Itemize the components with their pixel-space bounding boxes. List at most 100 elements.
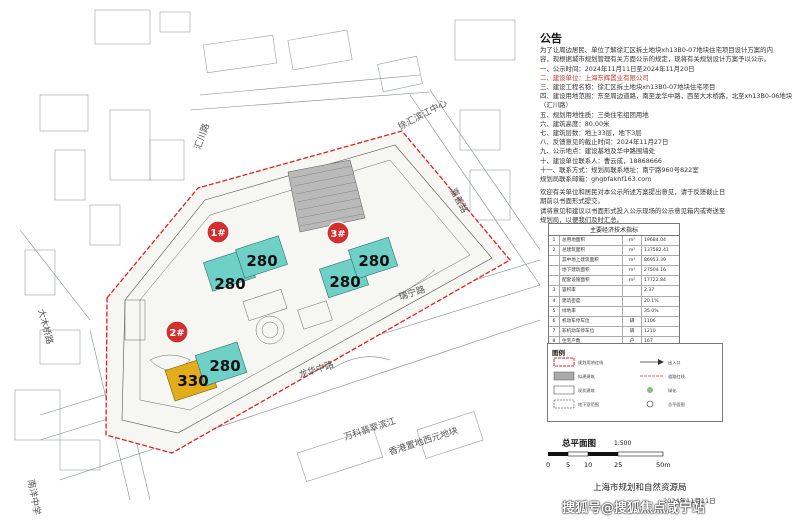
table-cell: 1106: [644, 318, 656, 324]
table-cell: 1210: [644, 328, 656, 334]
building-2: 330 280 2#: [164, 320, 248, 402]
building-3-height-a: 280: [329, 273, 360, 291]
notice-line: （汇川路）: [540, 101, 572, 110]
legend-item: 现状建筑: [578, 388, 595, 393]
scale-ratio: 1:500: [614, 440, 632, 447]
table-cell: m²: [623, 266, 642, 276]
notice-line: 为了让周边居民、单位了解徐汇区拆土地块xh13B0-07地块住宅项目设计方案的内: [540, 46, 773, 55]
legend-title: 图例: [552, 349, 565, 357]
table-cell: 27504.16: [644, 268, 666, 274]
building-2-marker: [165, 320, 189, 344]
table-cell: 机动车停车位: [560, 316, 623, 326]
building-1-marker: [206, 220, 230, 244]
table-cell: [549, 256, 560, 266]
table-cell: 35.0%: [644, 308, 659, 314]
notice-line: 三、建设工程名称：徐汇区拆土地块xh13B0-07地块住宅项目: [540, 83, 716, 92]
notice-title: 公告: [540, 32, 562, 45]
street-label-damuqiao: 大木桥路: [35, 308, 56, 346]
table-cell: 地下建筑面积: [560, 266, 623, 276]
table-cell: 19684.04: [644, 238, 666, 243]
building-2-height-a: 330: [177, 372, 208, 390]
notice-line: 四、建设用地范围：东至周边道路，南至龙华中路，西至大木桥路，北至xh13B0-0…: [540, 92, 792, 101]
table-cell: 配套设施面积: [560, 276, 623, 286]
legend-item: 总平面图: [668, 402, 685, 407]
context-buildings: [14, 9, 516, 483]
table-cell: 住宅户数: [560, 336, 623, 347]
table-cell: 非机动车停车位: [560, 326, 623, 336]
inner-boundary: [121, 144, 493, 434]
table-cell: 总用地面积: [560, 236, 623, 246]
notice-line: 十、建设单位联系人：曹云成，18868666: [540, 156, 662, 165]
scale-tick: 50m: [656, 461, 671, 469]
building-2-unit-b: [194, 341, 248, 387]
building-3-marker: [326, 221, 350, 245]
table-cell: 6: [549, 316, 560, 326]
scale-tick: 10: [584, 461, 593, 469]
legend-item: 道路红线: [668, 374, 685, 379]
legend-item: 绿化: [668, 388, 677, 393]
table-cell: 17722.84: [644, 278, 666, 284]
table-cell: 2: [549, 246, 560, 256]
table-cell: m²: [623, 246, 642, 256]
table-cell: 3: [549, 286, 560, 296]
notice-line: 一、公示时间：2024年11月11日至2024年11月20日: [540, 64, 695, 73]
building-1-height-b: 280: [246, 252, 277, 270]
building-3-label: 3#: [330, 229, 345, 240]
building-1-label: 1#: [210, 228, 225, 239]
table-cell: 建筑密度: [560, 296, 623, 306]
building-3-height-b: 280: [358, 252, 389, 270]
table-cell: 1: [549, 236, 560, 246]
table-cell: 辆: [623, 316, 642, 326]
table-cell: [623, 306, 642, 316]
table-cell: [549, 276, 560, 286]
table-cell: m²: [623, 256, 642, 266]
bureau-name: 上海市规划和自然资源局: [593, 483, 687, 493]
street-label-vanke: 万科翡翠滨江: [342, 415, 397, 443]
table-cell: 容积率: [560, 286, 623, 296]
scale-title: 总平面图: [562, 439, 597, 449]
notice-line: 六、建筑高度：80.00米: [540, 119, 610, 128]
table-cell: [549, 266, 560, 276]
table-cell: 7: [549, 326, 560, 336]
table-cell: 167: [644, 338, 653, 344]
legend: 图例 规划用地红线 拟建建筑 现状建筑 地下室范围 出入口 道路红线 绿化 总平…: [547, 343, 723, 422]
table-cell: 5: [549, 306, 560, 316]
table-cell: 其中地上建筑面积: [560, 256, 623, 266]
table-cell: 2.37: [644, 288, 655, 294]
legend-item: 出入口: [668, 360, 681, 365]
table-cell: 4: [549, 296, 560, 306]
internal-layout: [124, 159, 471, 411]
scale-tick: 5: [566, 461, 571, 469]
table-cell: 户: [623, 336, 642, 347]
building-1-height-a: 280: [214, 275, 245, 293]
street-label-nanyang: 南洋中学: [25, 478, 43, 516]
street-label-huichuan: 汇川路: [192, 122, 213, 151]
building-2-label: 2#: [169, 328, 184, 339]
table-cell: [623, 286, 642, 296]
legend-swatches: [553, 357, 664, 409]
scale-tick: 0: [546, 461, 551, 469]
scale-bar: [548, 451, 664, 457]
notice-line: 九、公示地点：建设基地及华中路围墙处: [540, 147, 656, 156]
notice-line: 八、反馈意见的截止时间：2024年11月27日: [540, 138, 669, 147]
building-3-unit-b: [348, 236, 398, 280]
watermark: 搜狐号@搜狐焦点咸宁站: [562, 501, 706, 516]
notice-date: 2024年11月11日: [663, 497, 716, 505]
site-plan-map: 280 280 1# 280 280 3# 330 280 2# 汇川路 徐汇滨…: [14, 9, 664, 516]
building-2-height-b: 280: [209, 357, 240, 375]
table-cell: 137582.41: [644, 248, 669, 254]
notice-line: 规划局联系邮箱：ghgbfakhf163.com: [540, 175, 652, 184]
table-cell: m²: [623, 236, 642, 246]
street-label-hkland: 香港置地西元地块: [387, 424, 459, 458]
building-3: 280 280 3#: [319, 221, 398, 299]
table-cell: 总建筑面积: [560, 246, 623, 256]
